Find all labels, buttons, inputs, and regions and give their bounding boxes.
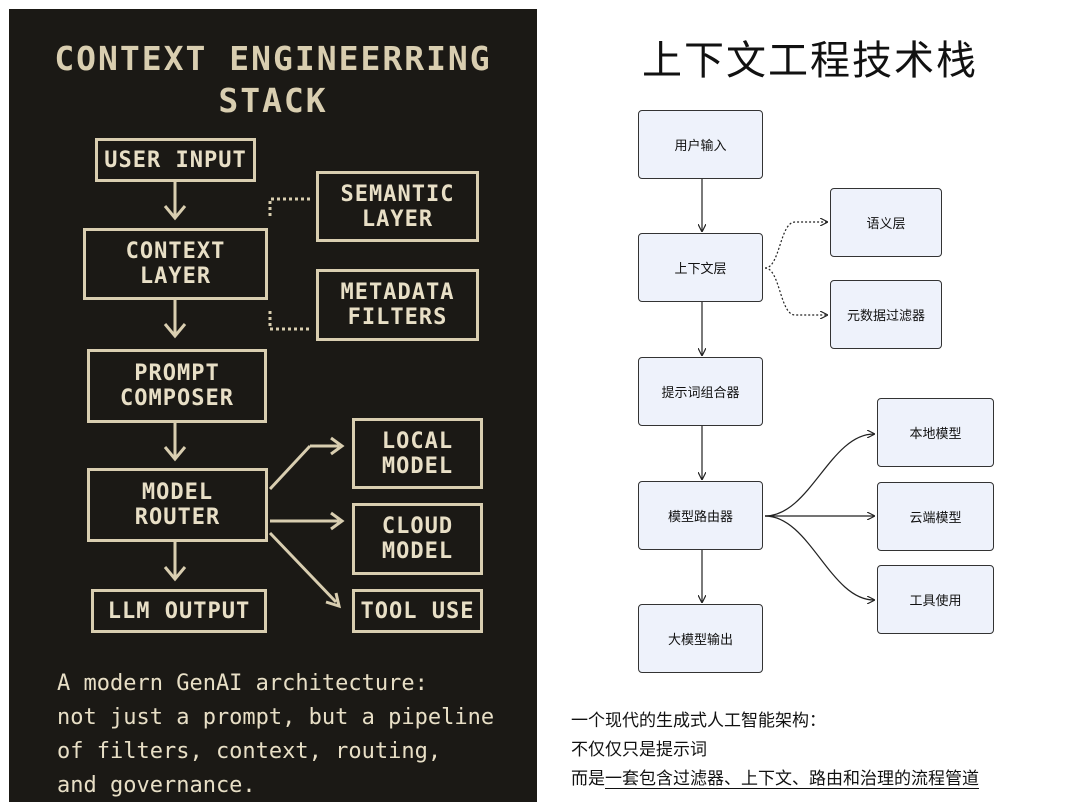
flow-node-cloud-model: 云端模型: [877, 482, 994, 551]
pixel-node-semantic-layer: SEMANTIC LAYER: [316, 171, 479, 242]
flow-node-local-model: 本地模型: [877, 398, 994, 467]
pixel-node-prompt-composer: PROMPT COMPOSER: [87, 349, 267, 423]
flow-node-metadata-filters: 元数据过滤器: [830, 280, 942, 349]
pixel-node-context-layer: CONTEXT LAYER: [83, 228, 268, 300]
pixel-node-tool-use: TOOL USE: [352, 589, 483, 633]
flowchart-caption: 一个现代的生成式人工智能架构： 不仅仅只是提示词 而是一套包含过滤器、上下文、路…: [571, 707, 979, 794]
flow-node-model-router: 模型路由器: [638, 481, 763, 550]
pixel-title-line1: CONTEXT ENGINEERRING: [54, 39, 492, 78]
flow-node-llm-output: 大模型输出: [638, 604, 763, 673]
flow-node-tool-use: 工具使用: [877, 565, 994, 634]
caption-line-1: 一个现代的生成式人工智能架构：: [571, 711, 826, 731]
pixel-caption-line: A modern GenAI architecture:: [57, 671, 428, 696]
pixel-node-metadata-filters: METADATA FILTERS: [316, 269, 479, 341]
pixel-caption-line: and governance.: [57, 773, 256, 798]
caption-line-3-underlined: 一套包含过滤器、上下文、路由和治理的流程管道: [605, 769, 979, 789]
flow-node-prompt-composer: 提示词组合器: [638, 357, 763, 426]
pixel-title-line2: STACK: [218, 81, 328, 120]
pixel-diagram-panel: CONTEXT ENGINEERRING STACK USER INPUT SE…: [9, 9, 537, 802]
caption-line-3-prefix: 而是: [571, 769, 605, 789]
pixel-caption-line: not just a prompt, but a pipeline: [57, 705, 495, 730]
pixel-node-model-router: MODEL ROUTER: [87, 468, 268, 542]
pixel-node-user-input: USER INPUT: [95, 138, 256, 182]
pixel-node-llm-output: LLM OUTPUT: [91, 589, 267, 633]
pixel-caption: A modern GenAI architecture: not just a …: [57, 667, 527, 803]
flowchart-panel: 上下文工程技术栈 用户输入 语义层 上下文层 元数据过滤器 提示词组合器 本地模…: [540, 0, 1080, 811]
flowchart-title: 上下文工程技术栈: [642, 38, 978, 84]
pixel-connectors: [163, 182, 345, 609]
flow-node-semantic-layer: 语义层: [830, 188, 942, 257]
pixel-node-cloud-model: CLOUD MODEL: [352, 503, 483, 575]
pixel-caption-line: of filters, context, routing,: [57, 739, 442, 764]
flow-node-user-input: 用户输入: [638, 110, 763, 179]
pixel-node-local-model: LOCAL MODEL: [352, 418, 483, 489]
flow-node-context-layer: 上下文层: [638, 233, 763, 302]
caption-line-3: 而是一套包含过滤器、上下文、路由和治理的流程管道: [571, 765, 979, 794]
caption-line-2: 不仅仅只是提示词: [571, 740, 707, 760]
flowchart-connectors: [540, 179, 1080, 811]
